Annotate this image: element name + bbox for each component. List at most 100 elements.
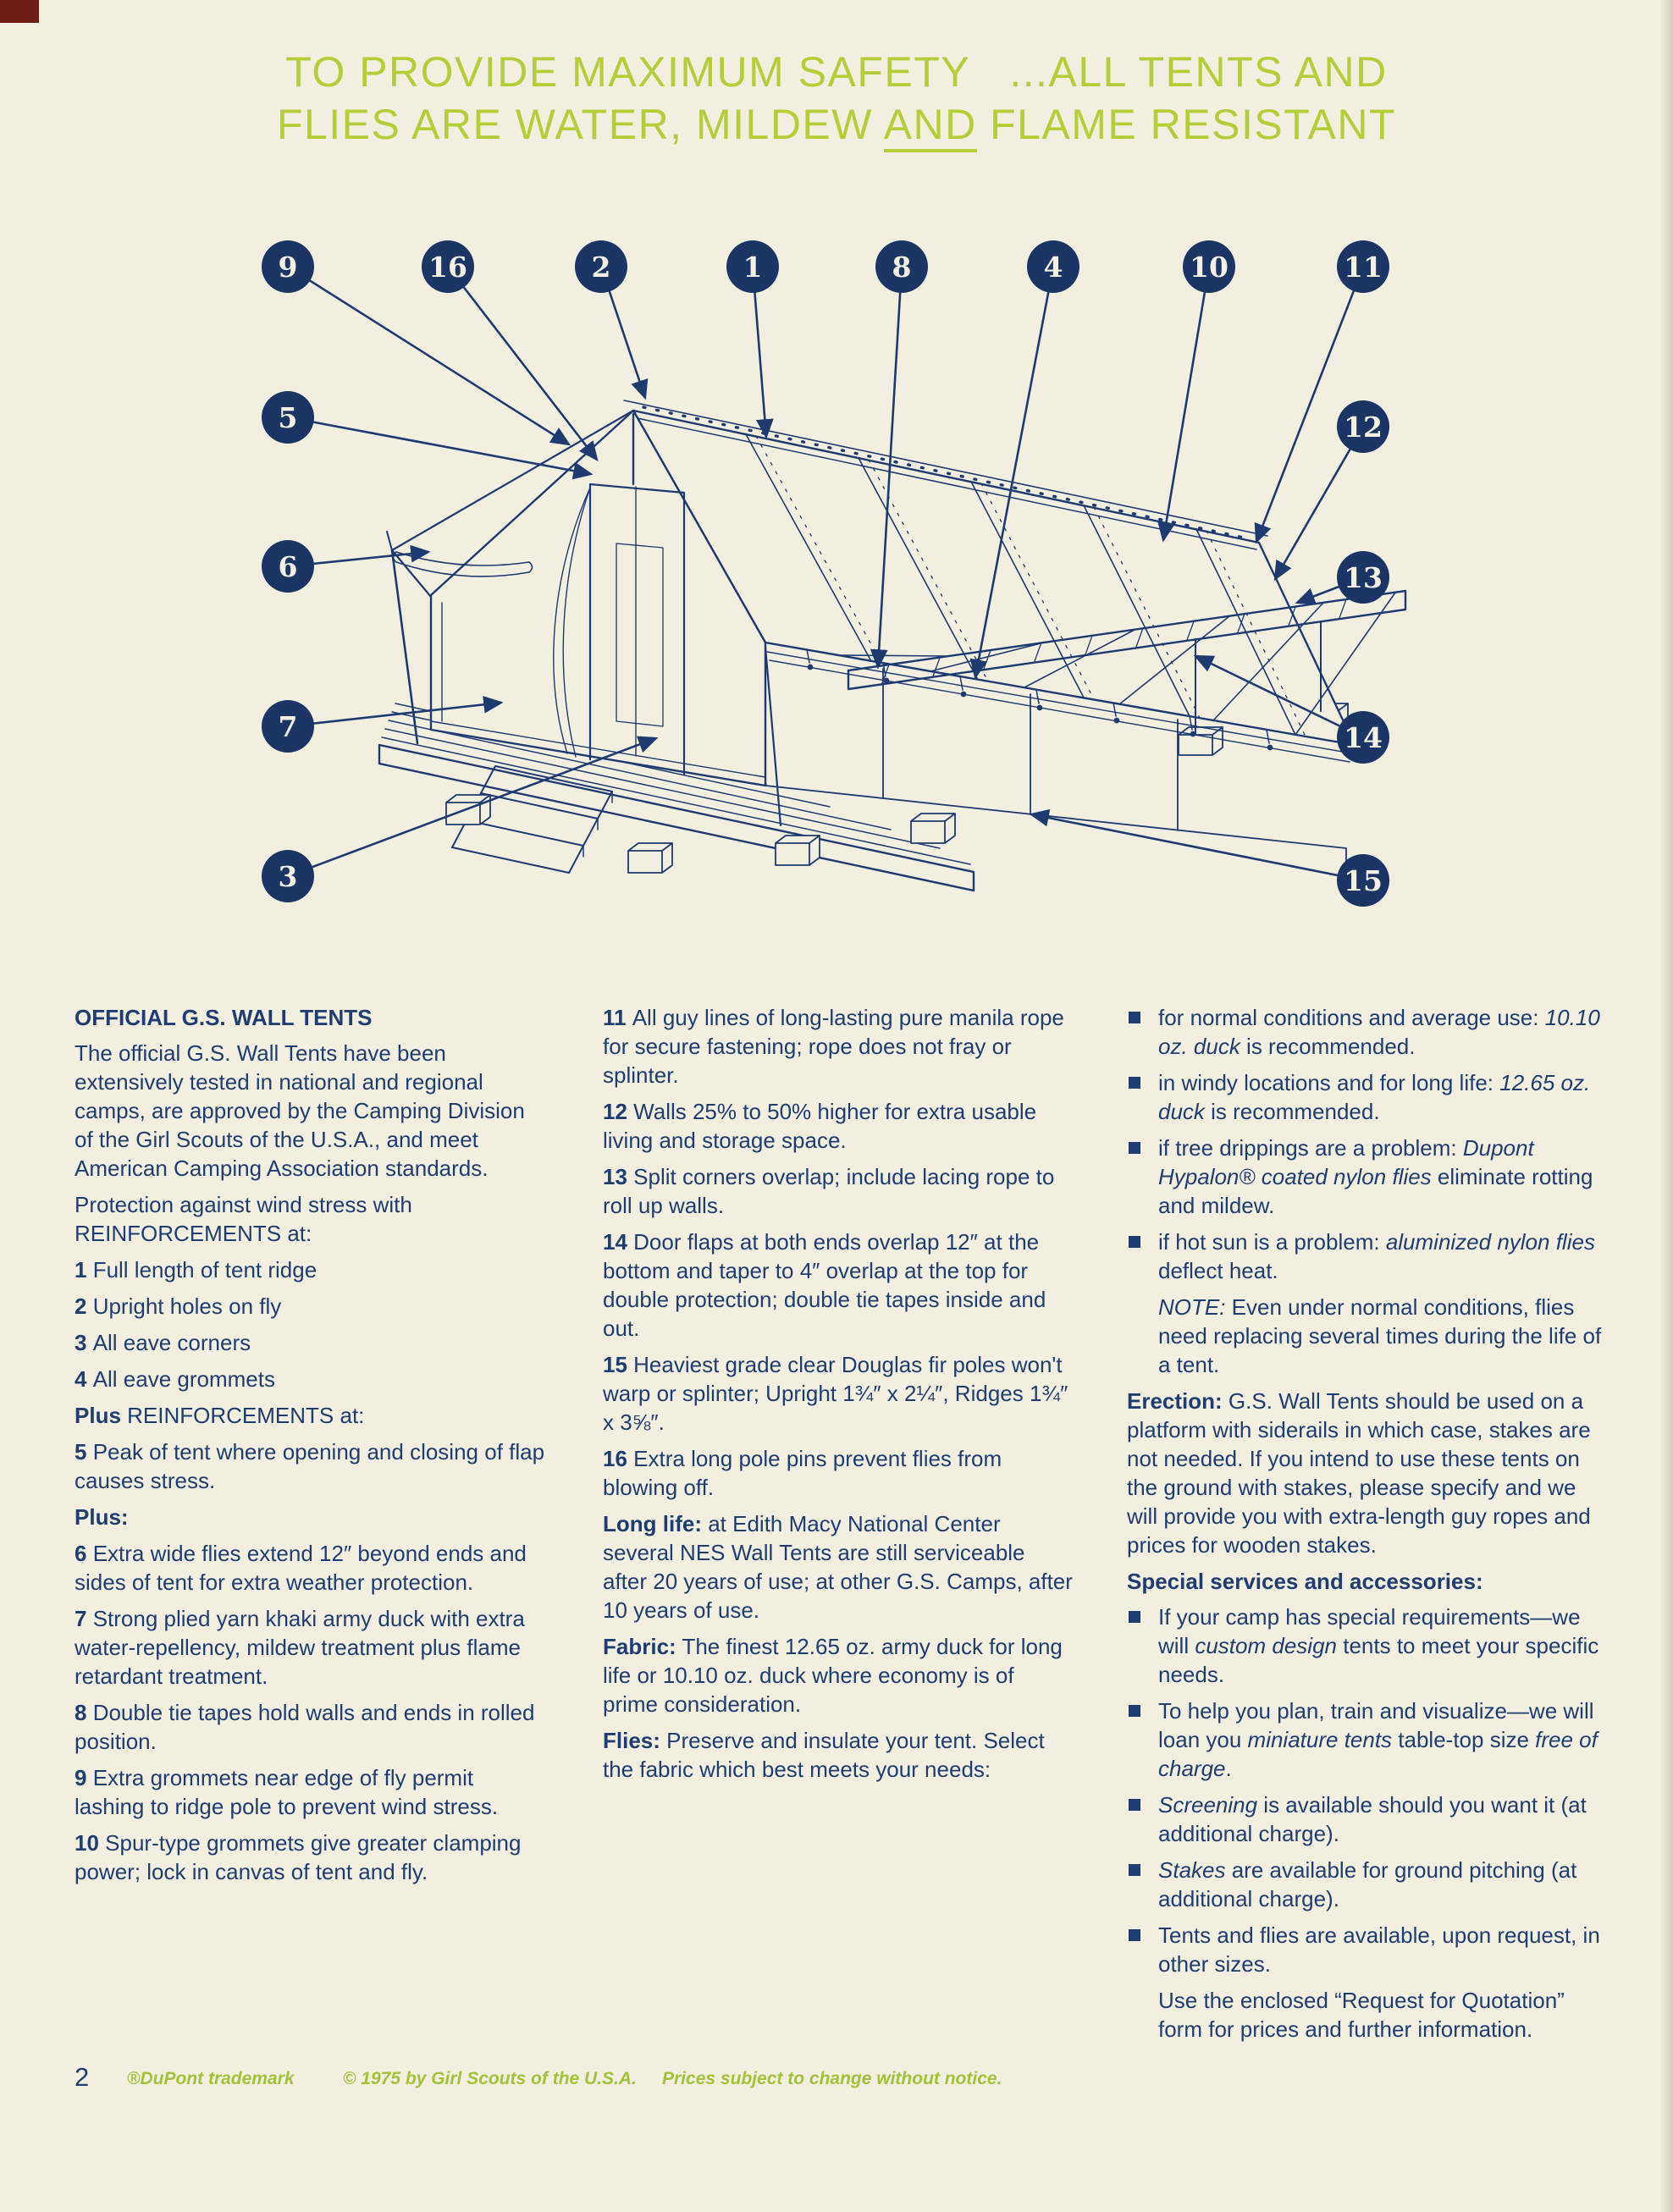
item-number: 2 (75, 1294, 93, 1319)
callout-6: 6 (262, 540, 314, 593)
bullet-item: If your camp has special requirements—we… (1127, 1602, 1606, 1689)
text-run: Erection: (1127, 1388, 1223, 1414)
bullet-item: in windy locations and for long life: 12… (1127, 1068, 1606, 1126)
bullet-icon (1129, 1077, 1140, 1089)
item-number: 13 (603, 1164, 634, 1189)
paragraph: Plus REINFORCEMENTS at: (75, 1403, 365, 1428)
bullet-icon (1129, 1142, 1140, 1154)
feature-item-2: 2 Upright holes on fly (75, 1294, 282, 1319)
eave-ties (806, 648, 1273, 751)
item-number: 16 (603, 1446, 634, 1471)
callout-1: 1 (726, 240, 779, 293)
feature-item-3: 3 All eave corners (75, 1330, 251, 1355)
text-run: Stakes (1158, 1857, 1226, 1883)
bullet-icon (1129, 1799, 1140, 1811)
fly-overhang (386, 409, 635, 745)
text-run: aluminized nylon flies (1385, 1229, 1595, 1255)
leader-line-4 (969, 266, 1055, 680)
feature-item-8: 8 Double tie tapes hold walls and ends i… (75, 1700, 535, 1754)
paragraph: Erection: G.S. Wall Tents should be used… (1127, 1388, 1591, 1558)
paragraph: The official G.S. Wall Tents have been e… (75, 1040, 525, 1181)
bullet-item: Tents and flies are available, upon requ… (1127, 1921, 1606, 1978)
feature-item-13: 13 Split corners overlap; include lacing… (603, 1164, 1055, 1218)
leader-line-14 (1193, 654, 1364, 739)
text-run: Long life: (603, 1511, 702, 1536)
paragraph: Protection against wind stress with REIN… (75, 1192, 412, 1246)
feature-item-4: 4 All eave grommets (75, 1366, 275, 1392)
tent-illustration (287, 265, 1407, 892)
feature-item-9: 9 Extra grommets near edge of fly permit… (75, 1765, 499, 1819)
callout-12: 12 (1337, 400, 1389, 453)
feature-item-7: 7 Strong plied yarn khaki army duck with… (75, 1606, 525, 1689)
text-run: custom design (1195, 1633, 1337, 1658)
item-number: 7 (75, 1606, 93, 1631)
bullet-icon (1129, 1929, 1140, 1941)
bullet-icon (1129, 1012, 1140, 1023)
text-run: Plus: (75, 1504, 129, 1530)
callout-9: 9 (262, 240, 314, 293)
feature-item-5: 5 Peak of tent where opening and closing… (75, 1439, 545, 1493)
text-run: miniature tents (1247, 1727, 1393, 1752)
callout-10: 10 (1183, 240, 1235, 293)
item-number: 12 (603, 1099, 634, 1124)
item-number: 1 (75, 1257, 93, 1283)
text-run: OFFICIAL G.S. WALL TENTS (75, 1005, 373, 1030)
leader-line-11 (1254, 266, 1365, 544)
bullet-item: if tree drippings are a problem: Dupont … (1127, 1134, 1606, 1220)
item-number: 4 (75, 1366, 93, 1392)
headline: TO PROVIDE MAXIMUM SAFETY ...ALL TENTS A… (0, 46, 1673, 152)
callout-2: 2 (575, 240, 627, 293)
callout-4: 4 (1027, 240, 1079, 293)
text-run: Special services and accessories: (1127, 1569, 1483, 1594)
paragraph: Fabric: The finest 12.65 oz. army duck f… (603, 1634, 1063, 1717)
bullet-icon (1129, 1611, 1140, 1623)
feature-item-15: 15 Heaviest grade clear Douglas fir pole… (603, 1352, 1068, 1435)
text-run: NOTE: (1158, 1294, 1226, 1320)
bullet-icon (1129, 1705, 1140, 1717)
callout-11: 11 (1337, 240, 1389, 293)
bullet-icon (1129, 1864, 1140, 1876)
headline-line2: FLIES ARE WATER, MILDEW AND FLAME RESIST… (0, 98, 1673, 152)
leader-line-3 (287, 736, 659, 878)
leader-line-15 (1029, 808, 1364, 882)
item-number: 5 (75, 1439, 93, 1465)
headline-line2-and: AND (883, 101, 977, 152)
dupont-trademark-note: ®DuPont trademark (127, 2069, 295, 2088)
leader-line-16 (446, 266, 599, 462)
text-run: free of charge (1158, 1727, 1598, 1781)
leader-line-12 (1273, 426, 1365, 582)
feature-item-6: 6 Extra wide flies extend 12″ beyond end… (75, 1541, 527, 1595)
callout-14: 14 (1337, 711, 1389, 764)
text-run: Plus (75, 1403, 121, 1428)
text-run: Flies: (603, 1728, 660, 1753)
headline-line2-post: FLAME RESISTANT (976, 101, 1397, 148)
leader-lines (287, 265, 1365, 882)
leader-line-1 (751, 266, 774, 439)
text-run: Fabric: (603, 1634, 676, 1659)
feature-item-11: 11 All guy lines of long-lasting pure ma… (603, 1005, 1064, 1088)
guy-lines (836, 592, 1396, 736)
platform (378, 703, 975, 892)
text-run: 12.65 oz. duck (1158, 1070, 1591, 1124)
bullet-icon (1129, 1236, 1140, 1248)
feature-item-10: 10 Spur-type grommets give greater clamp… (75, 1830, 522, 1884)
leader-line-7 (287, 695, 504, 728)
item-number: 8 (75, 1700, 93, 1725)
section-heading: Special services and accessories: (1127, 1567, 1606, 1596)
item-number: 9 (75, 1765, 93, 1790)
bullet-item: Stakes are available for ground pitching… (1127, 1856, 1606, 1913)
column-3: for normal conditions and average use: 1… (1127, 1003, 1606, 2051)
item-number: 11 (603, 1005, 632, 1030)
copyright-note: © 1975 by Girl Scouts of the U.S.A. (343, 2069, 637, 2088)
callout-5: 5 (262, 391, 314, 444)
page-number: 2 (75, 2062, 90, 2092)
bullet-item: if hot sun is a problem: aluminized nylo… (1127, 1227, 1606, 1285)
paragraph: Long life: at Edith Macy National Center… (603, 1511, 1073, 1623)
leader-line-5 (287, 416, 594, 480)
callout-8: 8 (875, 240, 928, 293)
column-1: OFFICIAL G.S. WALL TENTS The official G.S… (75, 1003, 549, 1894)
leader-line-8 (870, 266, 903, 670)
tent-gable (429, 409, 782, 827)
indented-paragraph: NOTE: Even under normal conditions, flie… (1158, 1294, 1602, 1377)
